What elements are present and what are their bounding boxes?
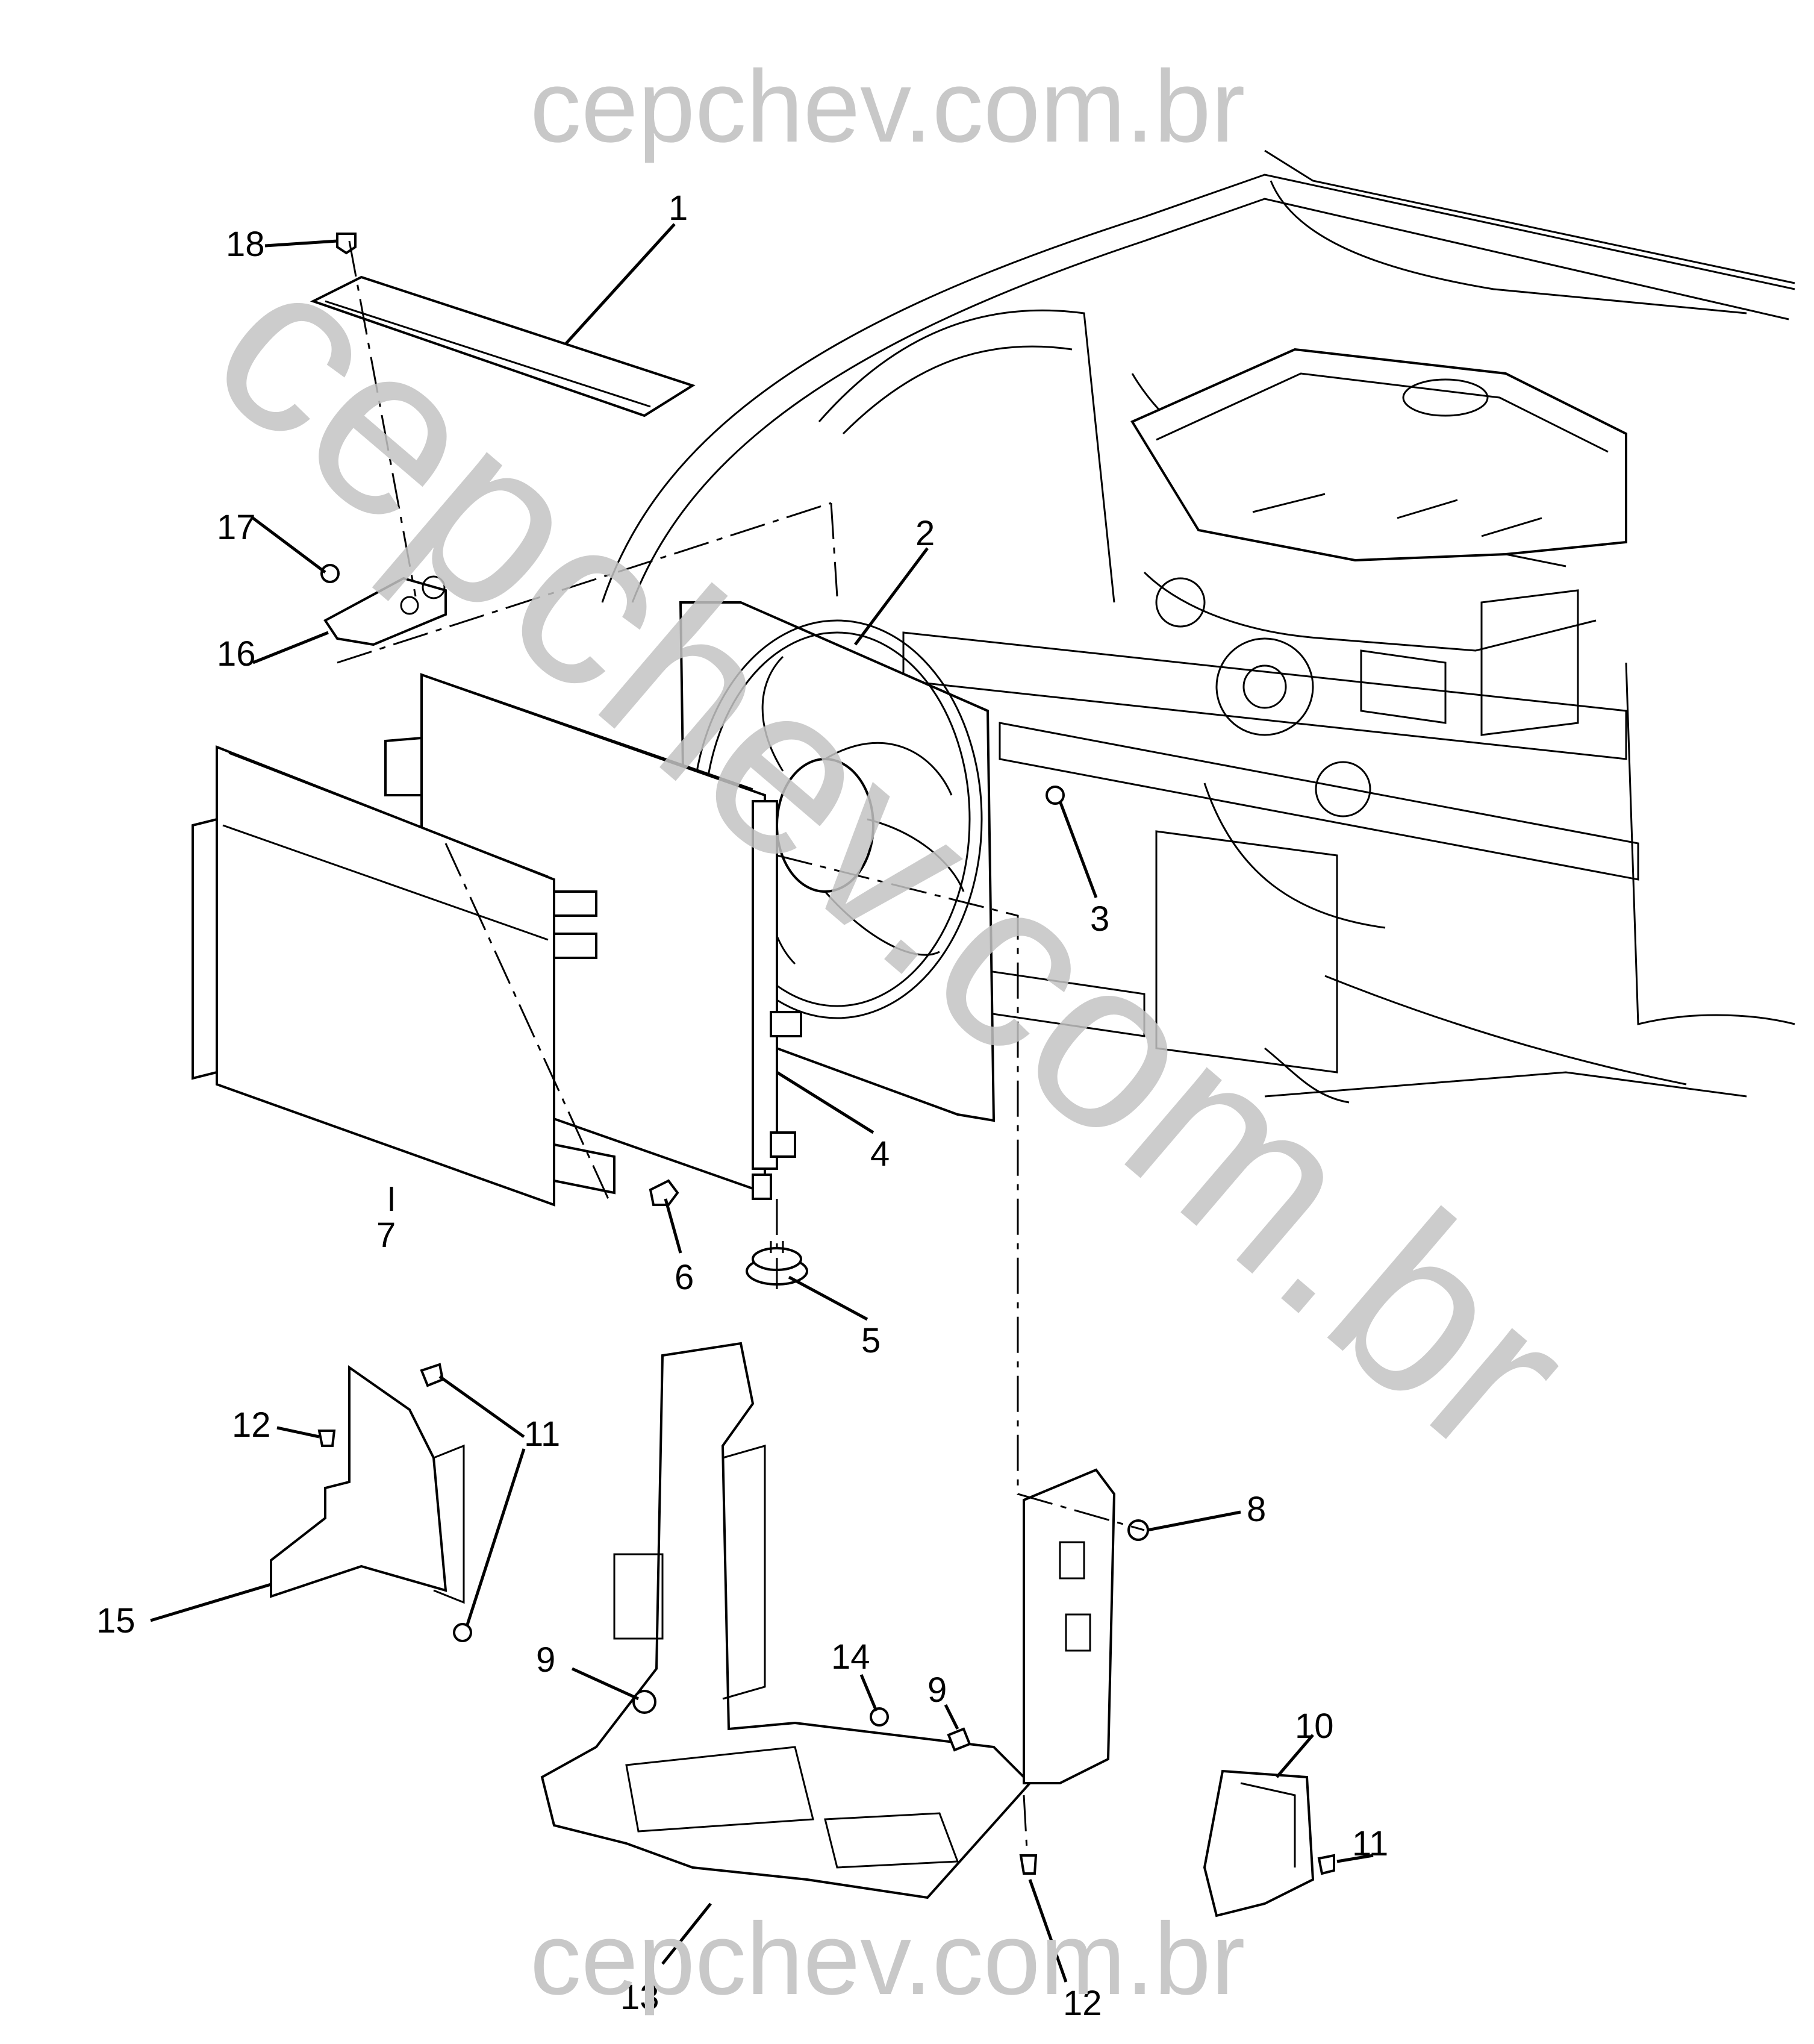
callout-18: 18 — [226, 225, 265, 264]
callout-11b: 11 — [1352, 1824, 1388, 1863]
callout-3: 3 — [1090, 899, 1109, 939]
part-6-bolt — [649, 1179, 679, 1206]
callout-2: 2 — [915, 514, 935, 553]
part-10-right-deflector — [1203, 1769, 1315, 1917]
leader-lines — [150, 223, 1374, 1983]
callout-4: 4 — [870, 1134, 890, 1174]
part-13-lower-deflector — [540, 1342, 1032, 1899]
part-15-left-deflector — [270, 1365, 472, 1642]
vehicle-body-outline — [601, 149, 1795, 1104]
engine-cover — [1130, 348, 1627, 562]
callout-5: 5 — [861, 1321, 881, 1360]
callout-16: 16 — [217, 634, 256, 674]
callout-10: 10 — [1295, 1707, 1334, 1746]
callout-11a: 11 — [524, 1414, 560, 1454]
part-17-bolt — [320, 564, 340, 583]
callout-17: 17 — [217, 508, 256, 547]
watermark-top: cepchev.com.br — [530, 49, 1245, 164]
callout-14: 14 — [831, 1637, 870, 1677]
callout-13: 13 — [620, 1978, 659, 2017]
callout-8: 8 — [1247, 1490, 1266, 1529]
callout-15: 15 — [96, 1601, 136, 1640]
callout-7: 7 — [376, 1216, 396, 1255]
callout-6: 6 — [675, 1258, 694, 1297]
alignment-lines — [337, 240, 1145, 1850]
callout-9a: 9 — [536, 1640, 555, 1680]
part-8-nut — [1127, 1519, 1149, 1541]
callout-12b: 12 — [1063, 1984, 1102, 2023]
watermark-bottom: cepchev.com.br — [530, 1902, 1245, 2016]
callout-9b: 9 — [927, 1671, 947, 1710]
part-3-nut — [1046, 786, 1065, 805]
callout-1: 1 — [669, 189, 688, 228]
callout-labels: 1 2 3 4 5 6 7 8 9 9 10 11 11 11 12 12 13… — [96, 189, 1388, 2023]
callout-12a: 12 — [232, 1405, 271, 1445]
part-1-upper-baffle — [310, 275, 696, 417]
part-right-side-bracket — [1023, 1468, 1116, 1784]
